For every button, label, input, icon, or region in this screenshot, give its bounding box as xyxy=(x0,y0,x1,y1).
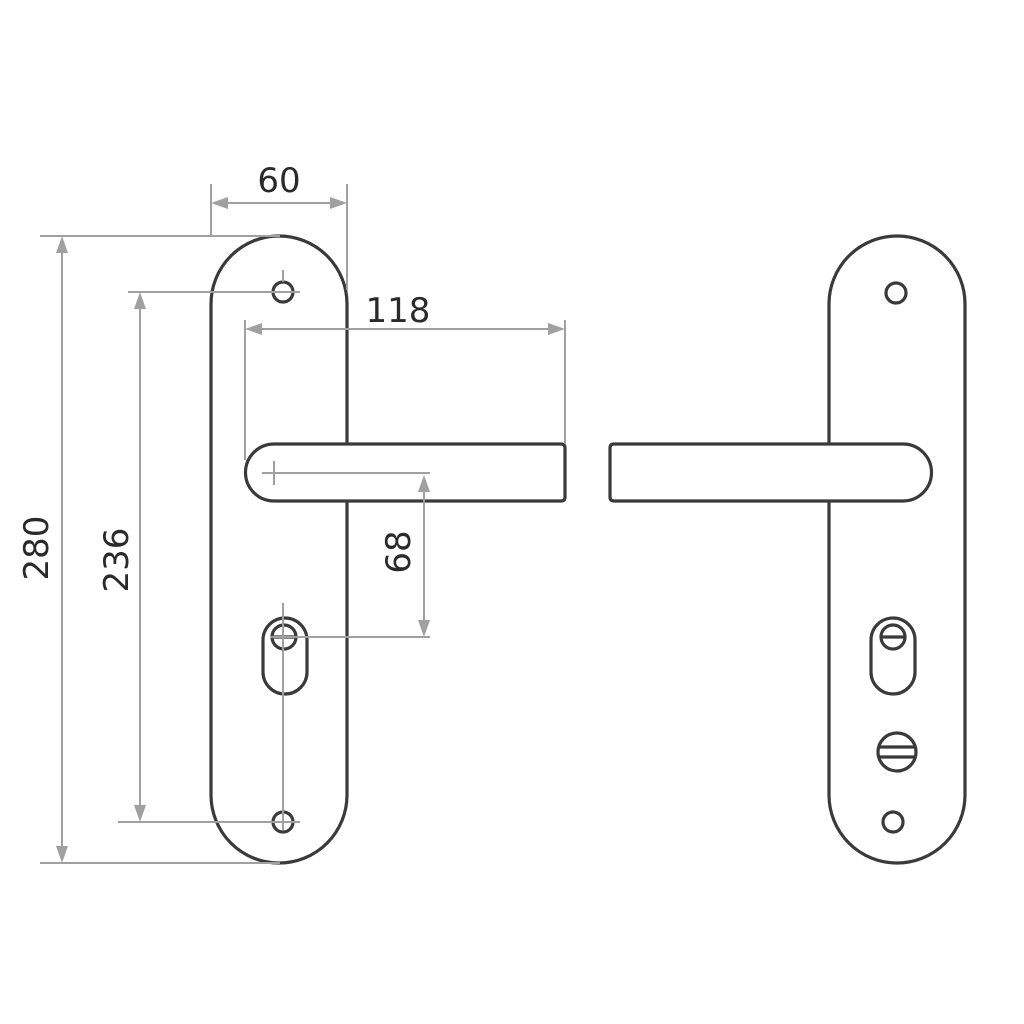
dimension-screw-spacing: 236 xyxy=(97,270,300,823)
arrow-head xyxy=(418,620,430,637)
right-bottom-screw-hole xyxy=(881,810,905,834)
arrow-head xyxy=(56,846,68,863)
arrow-head xyxy=(548,323,565,335)
lever-to-cylinder-label: 68 xyxy=(379,530,419,573)
privacy-turn-knob xyxy=(876,731,918,773)
arrow-head xyxy=(134,805,146,822)
lever-length-label: 118 xyxy=(366,291,431,331)
arrow-head xyxy=(56,236,68,253)
left-back-plate xyxy=(209,234,349,865)
dimension-plate-height: 280 xyxy=(17,235,280,864)
right-top-screw-hole xyxy=(884,281,908,305)
arrow-head xyxy=(134,292,146,309)
right-cylinder-escutcheon xyxy=(869,616,917,696)
arrow-head xyxy=(245,323,262,335)
screw-spacing-label: 236 xyxy=(97,528,137,593)
right-back-plate xyxy=(827,234,967,865)
dimension-plate-width: 60 xyxy=(210,161,348,290)
right-lever xyxy=(608,442,934,503)
arrow-head xyxy=(418,475,430,492)
right-handle-view xyxy=(608,234,967,865)
plate-height-label: 280 xyxy=(17,516,57,581)
arrow-head xyxy=(330,197,347,209)
plate-width-label: 60 xyxy=(257,161,300,201)
dimension-lever-to-cylinder: 68 xyxy=(262,461,430,830)
dimension-lever-length: 118 xyxy=(244,291,566,460)
arrow-head xyxy=(211,197,228,209)
left-cylinder-escutcheon xyxy=(261,616,309,696)
